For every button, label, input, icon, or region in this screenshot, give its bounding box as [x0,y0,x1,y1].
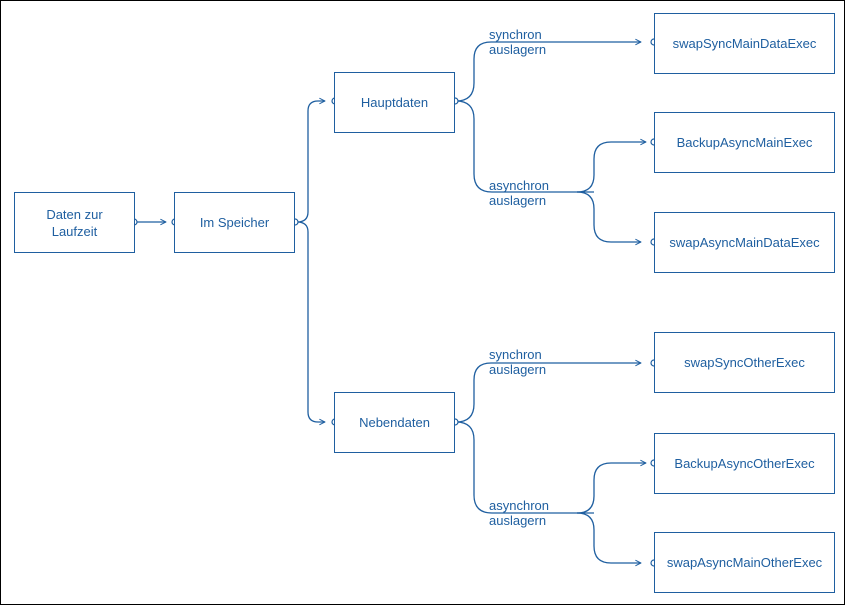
label-other-async-line1: asynchron [489,498,549,513]
label-other-async-line2: auslagern [489,513,547,528]
label-main-sync-line2: auslagern [489,42,547,57]
node-main-data: Hauptdaten [334,72,455,133]
edge-main-sync [455,42,641,102]
edge-main-async-backup [576,142,646,193]
edge-main-async-swap [576,191,641,242]
node-swap-sync-main: swapSyncMainDataExec [654,13,835,74]
label-main-sync: synchron auslagern [489,27,546,57]
edge-other-async-backup [576,463,646,514]
node-in-memory: Im Speicher [174,192,295,253]
label-other-sync: synchron auslagern [489,347,546,377]
edge-main-async [455,100,594,193]
edge-other-async [455,421,594,514]
node-backup-async-other: BackupAsyncOtherExec [654,433,835,494]
edge-memory-other [296,221,325,422]
label-main-async-line1: asynchron [489,178,549,193]
node-other-data: Nebendaten [334,392,455,453]
edge-memory-main [296,101,325,223]
label-main-async-line2: auslagern [489,193,547,208]
label-other-async: asynchron auslagern [489,498,549,528]
label-main-sync-line1: synchron [489,27,542,42]
label-other-sync-line1: synchron [489,347,542,362]
label-other-sync-line2: auslagern [489,362,547,377]
node-swap-async-main: swapAsyncMainDataExec [654,212,835,273]
node-swap-sync-other: swapSyncOtherExec [654,332,835,393]
edge-other-async-swap [576,512,641,563]
node-backup-async-main: BackupAsyncMainExec [654,112,835,173]
node-swap-async-main-other: swapAsyncMainOtherExec [654,532,835,593]
label-main-async: asynchron auslagern [489,178,549,208]
edge-other-sync [455,363,641,423]
node-runtime-data: Daten zur Laufzeit [14,192,135,253]
